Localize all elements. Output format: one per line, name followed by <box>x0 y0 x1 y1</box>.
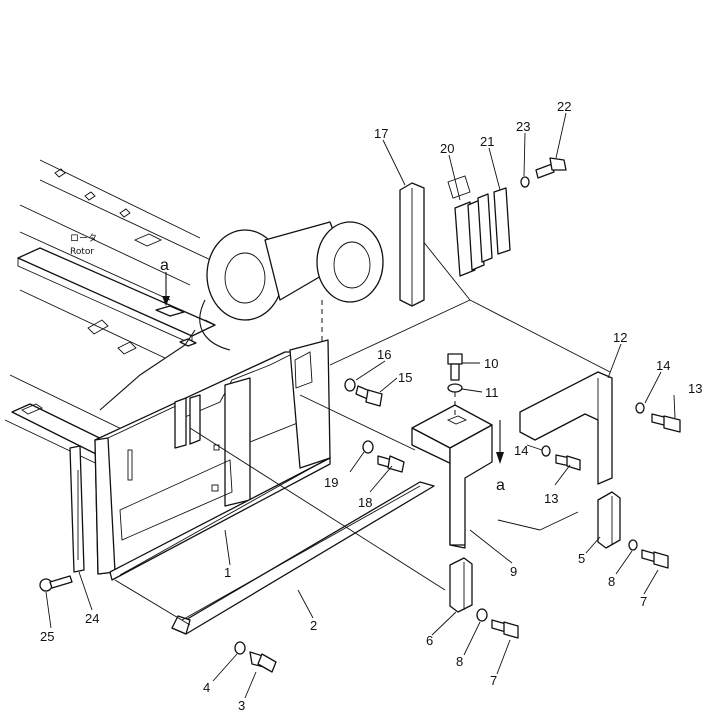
assembly-lines <box>114 234 611 626</box>
part-13-bolt-a <box>651 413 681 433</box>
part-10-bolt <box>447 353 463 381</box>
view-label-bottom: a <box>496 477 505 494</box>
callout-12: 12 <box>613 330 627 345</box>
part-7-bolt-a <box>641 549 669 569</box>
part-17-channel <box>399 182 425 307</box>
callout-13b: 13 <box>544 491 558 506</box>
part-15-bolt <box>355 385 383 407</box>
callout-8: 8 <box>608 574 615 589</box>
callout-19: 19 <box>324 475 338 490</box>
callout-10: 10 <box>484 356 498 371</box>
callout-11: 11 <box>485 385 499 400</box>
part-22-bolt <box>535 157 567 179</box>
rotor-assembly <box>99 221 384 411</box>
callout-2: 2 <box>310 618 317 633</box>
callout-4: 4 <box>203 680 210 695</box>
callout-13: 13 <box>688 381 702 396</box>
part-9-bracket <box>411 404 493 549</box>
part-11-washer <box>447 383 463 393</box>
callout-20: 20 <box>440 141 454 156</box>
view-arrow-top <box>162 272 170 306</box>
part-6-bracket <box>449 557 473 613</box>
callout-8b: 8 <box>456 654 463 669</box>
part-20-plate <box>447 175 485 277</box>
part-23-washer <box>520 176 530 188</box>
part-8-washer-a <box>628 539 638 551</box>
part-8-washer-b <box>476 608 488 622</box>
callout-7: 7 <box>640 594 647 609</box>
part-21-plate <box>477 187 511 263</box>
view-arrow-bottom <box>496 420 504 464</box>
callout-14b: 14 <box>514 443 528 458</box>
callout-18: 18 <box>358 495 372 510</box>
callout-16: 16 <box>377 347 391 362</box>
rotor-label-jp: ロータ <box>70 233 97 244</box>
callout-17: 17 <box>374 126 388 141</box>
part-7-bolt-b <box>491 619 519 639</box>
part-12-bracket <box>519 371 613 485</box>
part-3-bolt <box>249 651 277 673</box>
callout-23: 23 <box>516 119 530 134</box>
callout-24: 24 <box>85 611 99 626</box>
callout-25: 25 <box>40 629 54 644</box>
callout-5: 5 <box>578 551 585 566</box>
part-14-washer-b <box>541 445 551 457</box>
rotor-label: Rotor <box>70 247 94 257</box>
part-4-washer <box>234 641 246 655</box>
callout-3: 3 <box>238 698 245 713</box>
part-19-washer <box>362 440 374 454</box>
support-plate <box>94 339 331 581</box>
part-24-upright <box>69 445 85 573</box>
leader-lines <box>45 112 676 699</box>
part-2-bar <box>171 481 435 635</box>
callout-6: 6 <box>426 633 433 648</box>
callout-21: 21 <box>480 134 494 149</box>
callout-22: 22 <box>557 99 571 114</box>
callout-7b: 7 <box>490 673 497 688</box>
part-18-bolt <box>377 455 405 473</box>
part-5-bracket <box>597 491 621 549</box>
part-13-bolt-b <box>555 454 581 471</box>
part-25-bolt <box>39 575 73 592</box>
callout-14: 14 <box>656 358 670 373</box>
callout-9: 9 <box>510 564 517 579</box>
callout-1: 1 <box>224 565 231 580</box>
callout-15: 15 <box>398 370 412 385</box>
part-16-washer <box>344 378 356 392</box>
view-label-top: a <box>160 257 169 274</box>
part-14-washer-a <box>635 402 645 414</box>
